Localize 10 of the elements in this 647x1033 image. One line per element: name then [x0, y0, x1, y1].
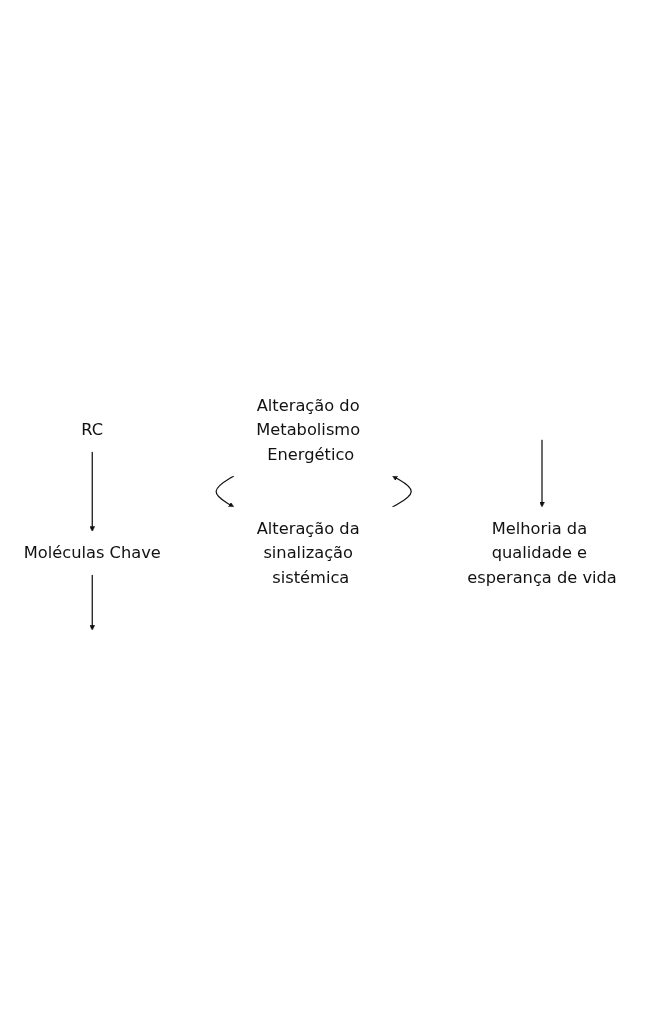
arrow [539, 438, 545, 508]
node-text: Alteração do Metabolismo Energético [256, 395, 361, 464]
arrow [89, 574, 95, 631]
node-text: RC [81, 420, 104, 439]
node-text: Moléculas Chave [23, 543, 161, 563]
node-text: Melhoria da qualidade e esperança de vida [467, 518, 617, 587]
arrow [391, 475, 412, 508]
arrow [89, 450, 95, 532]
arrow [215, 475, 235, 508]
node-text: Alteração da sinalização sistémica [256, 518, 360, 587]
